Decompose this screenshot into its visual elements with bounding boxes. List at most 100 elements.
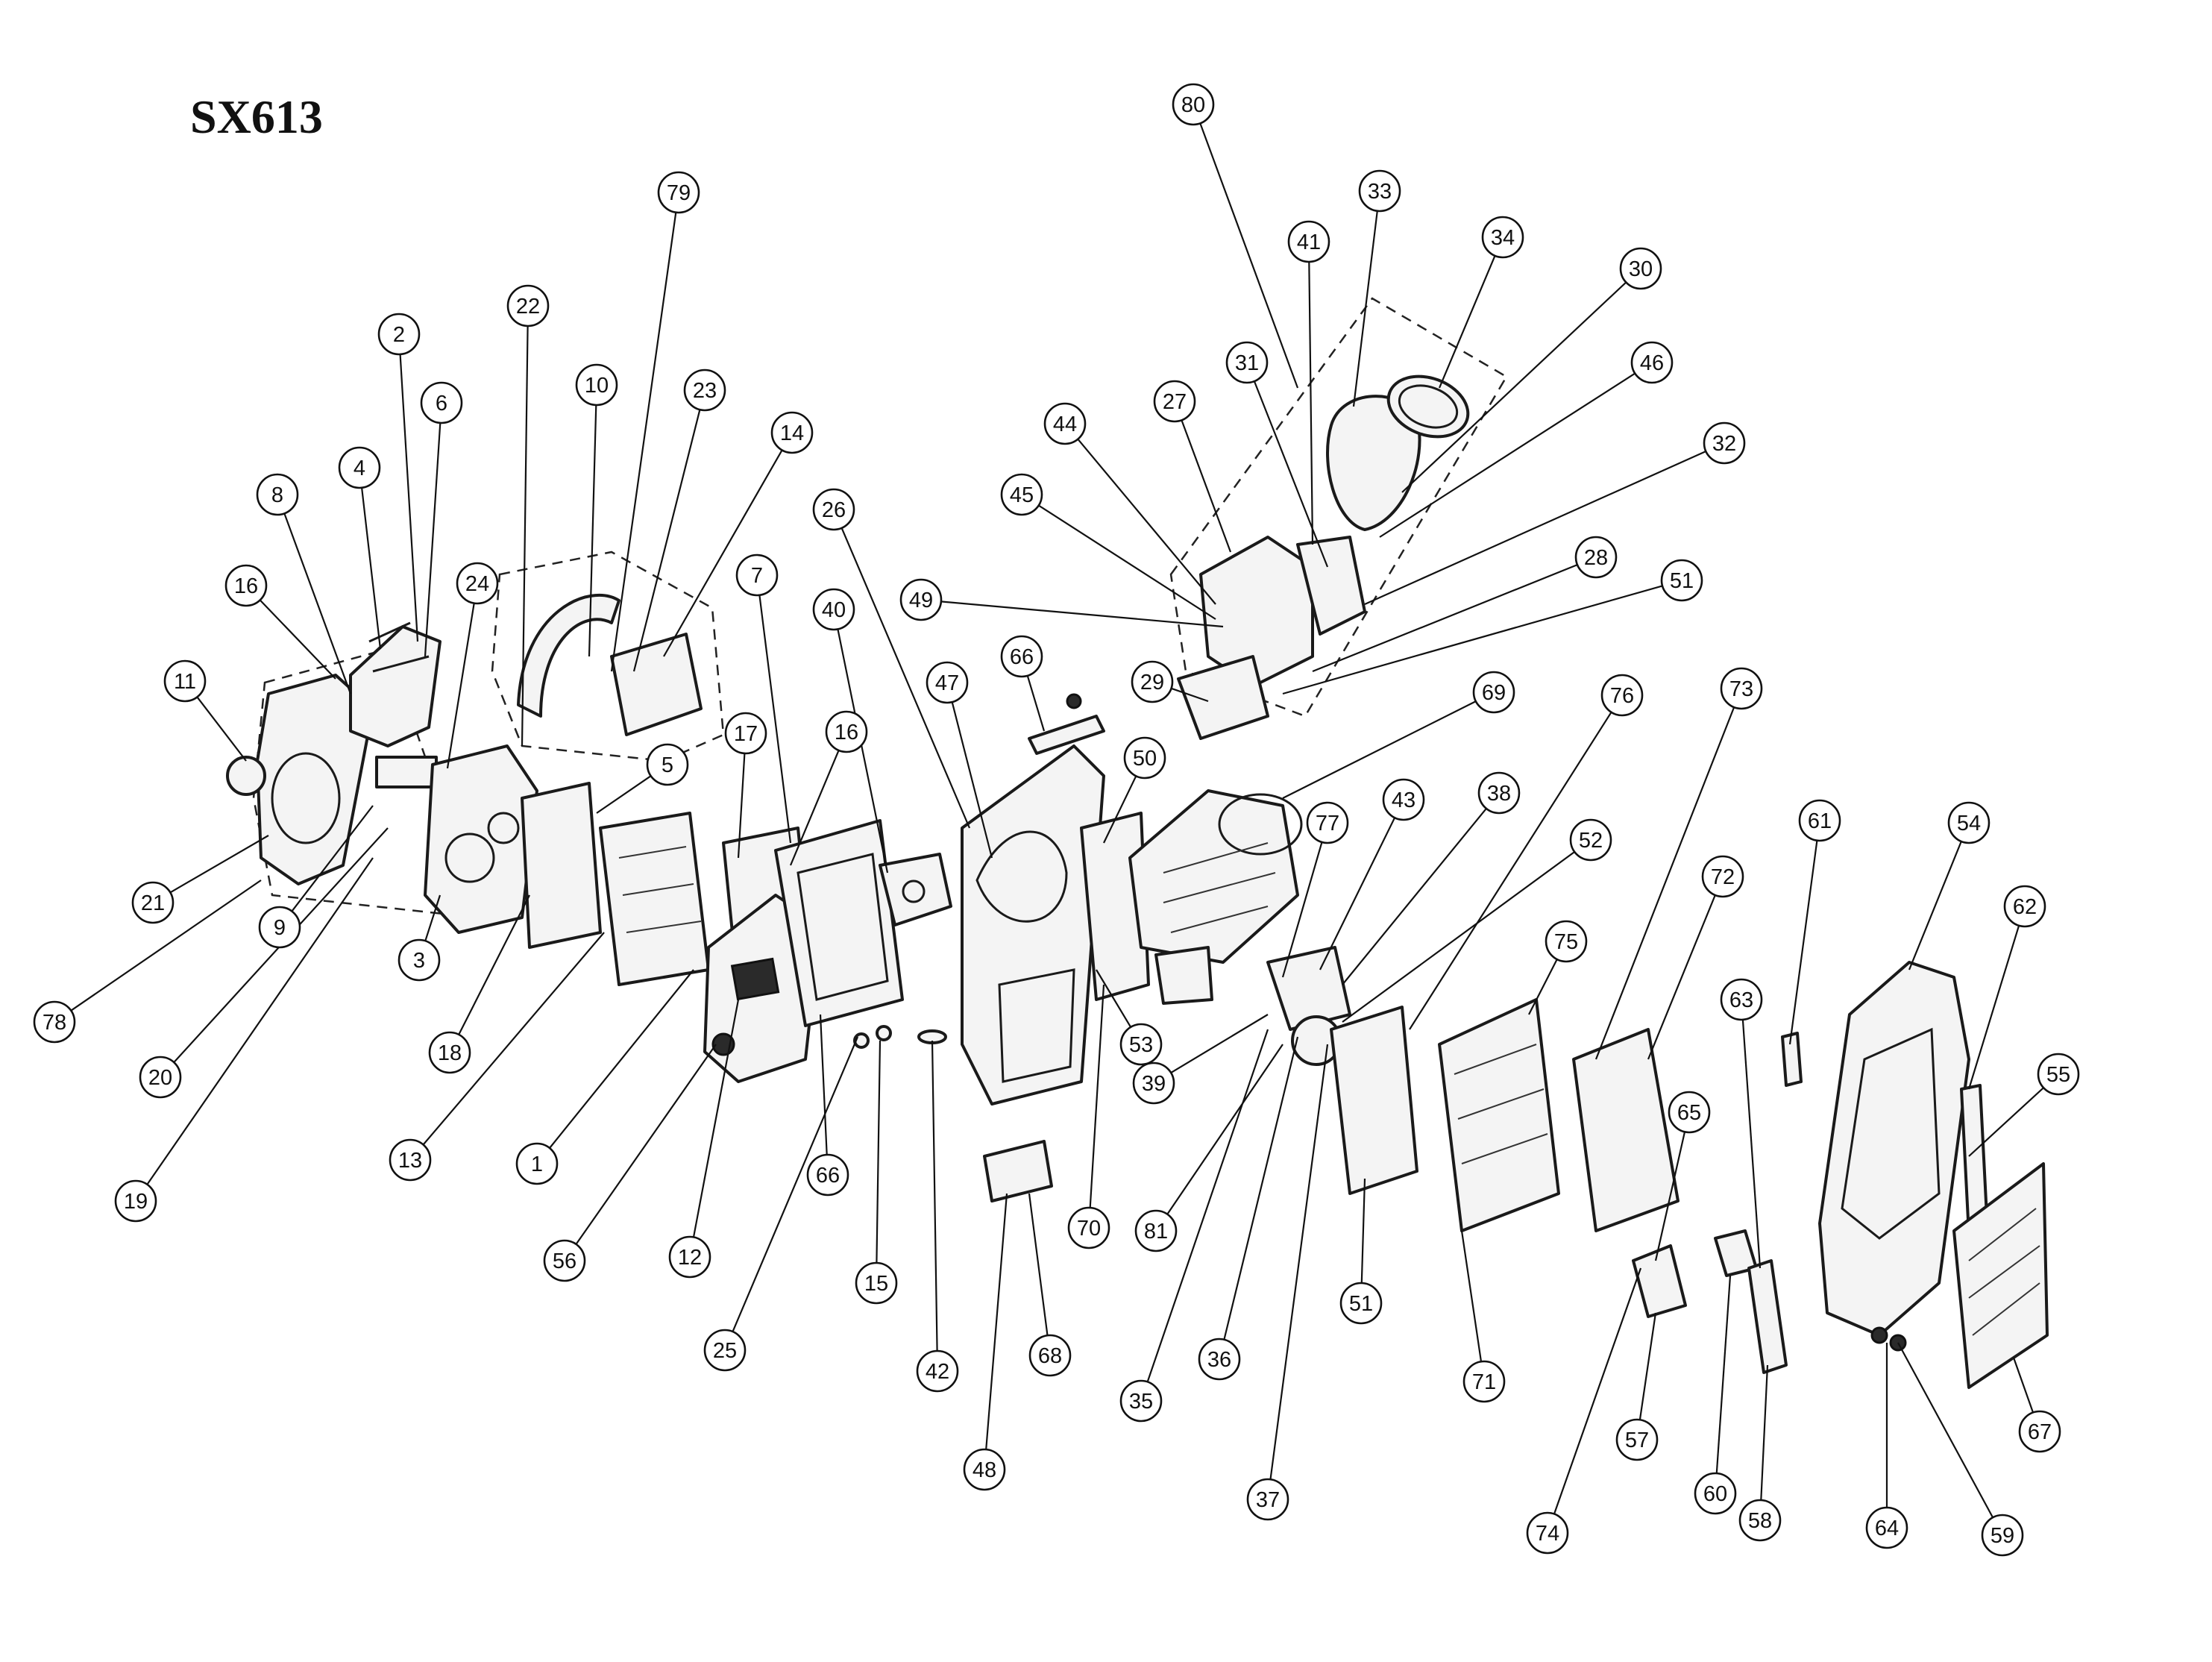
callout-77: 77 — [1306, 801, 1349, 844]
leader-line-15 — [876, 1040, 882, 1264]
callout-bubble — [506, 284, 550, 327]
hinge-part — [1632, 1244, 1687, 1318]
callout-51: 51 — [1660, 559, 1703, 602]
tab-part — [1781, 1032, 1803, 1087]
callout-bubble — [1382, 778, 1425, 821]
leader-line-25 — [732, 1036, 859, 1332]
connector-part — [983, 1140, 1053, 1202]
callout-bubble — [420, 381, 463, 424]
callout-bubble — [1798, 799, 1841, 842]
callout-bubble — [1134, 1209, 1178, 1252]
leader-line-35 — [1146, 1029, 1269, 1382]
callout-bubble — [1172, 83, 1215, 126]
callout-number: 12 — [678, 1246, 702, 1270]
callout-number: 55 — [2046, 1063, 2070, 1087]
callout-number: 29 — [1140, 671, 1164, 694]
callout-bubble — [1738, 1499, 1782, 1542]
callout-number: 11 — [174, 670, 196, 694]
part-outline-detail — [902, 879, 926, 903]
callout-6: 6 — [420, 381, 463, 424]
lens-base-part — [1154, 946, 1213, 1005]
callout-75: 75 — [1545, 920, 1588, 963]
leader-line-52 — [1342, 851, 1575, 1023]
callout-number: 18 — [438, 1041, 462, 1065]
callout-17: 17 — [724, 712, 767, 755]
callout-2: 2 — [377, 313, 421, 356]
callout-number: 16 — [835, 721, 858, 744]
callout-bubble — [456, 562, 499, 605]
housing-recess — [271, 752, 341, 844]
callout-number: 28 — [1584, 546, 1608, 570]
dashed-group-bracket — [491, 551, 725, 762]
callout-30: 30 — [1619, 247, 1662, 290]
callout-bubble — [1668, 1091, 1711, 1134]
part-outline-detail — [876, 1025, 892, 1041]
callout-4: 4 — [338, 446, 381, 489]
callout-47: 47 — [926, 661, 969, 704]
callout-bubble — [389, 1138, 432, 1182]
callout-79: 79 — [657, 171, 700, 214]
callout-bubble — [428, 1031, 471, 1074]
part-outline-detail — [1398, 384, 1459, 429]
leader-line-39 — [1170, 1014, 1269, 1074]
callout-39: 39 — [1132, 1062, 1175, 1105]
callout-bubble — [33, 1000, 76, 1044]
leader-line-80 — [1199, 122, 1299, 389]
callout-number: 30 — [1629, 257, 1653, 281]
leader-line-28 — [1312, 564, 1578, 673]
leader-line-76 — [1409, 712, 1612, 1030]
callout-bubble — [1720, 978, 1763, 1021]
main-chassis-part — [961, 744, 1105, 1106]
part-outline-detail — [1218, 793, 1303, 856]
callout-number: 23 — [693, 379, 717, 403]
part-outline-detail — [730, 957, 780, 1001]
callout-number: 44 — [1053, 413, 1077, 436]
leader-line-54 — [1908, 841, 1962, 970]
callout-number: 75 — [1554, 930, 1578, 954]
callout-number: 1 — [531, 1153, 543, 1176]
leader-line-30 — [1401, 281, 1627, 493]
leader-line-9 — [291, 805, 374, 912]
leader-line-17 — [737, 753, 746, 859]
callout-bubble — [1947, 801, 1991, 844]
callout-number: 21 — [141, 891, 165, 915]
callout-71: 71 — [1462, 1360, 1506, 1403]
leader-line-24 — [446, 603, 475, 769]
circuit-plate-part — [599, 812, 710, 986]
callout-41: 41 — [1287, 220, 1330, 263]
callout-number: 8 — [271, 483, 283, 507]
leader-line-81 — [1166, 1044, 1283, 1215]
callout-32: 32 — [1703, 421, 1746, 465]
leader-line-56 — [575, 1044, 717, 1245]
callout-bubble — [1981, 1514, 2024, 1557]
callout-number: 56 — [553, 1249, 576, 1273]
leader-line-26 — [841, 527, 971, 829]
callout-bubble — [963, 1448, 1006, 1491]
leader-line-55 — [1968, 1087, 2044, 1157]
leader-line-40 — [837, 629, 889, 874]
callout-bubble — [543, 1239, 586, 1282]
callout-number: 51 — [1670, 569, 1694, 593]
callout-number: 38 — [1487, 782, 1511, 806]
leader-line-49 — [940, 600, 1224, 628]
small-bracket-part — [1266, 946, 1351, 1031]
callout-13: 13 — [389, 1138, 432, 1182]
leader-line-66 — [1026, 675, 1046, 732]
callout-29: 29 — [1131, 660, 1174, 703]
callout-bubble — [1462, 1360, 1506, 1403]
callout-number: 22 — [516, 295, 540, 319]
callout-number: 64 — [1875, 1517, 1899, 1540]
lens-bezel-part — [1326, 395, 1421, 531]
callout-61: 61 — [1798, 799, 1841, 842]
clip-bracket-part — [610, 633, 703, 736]
leader-line-44 — [1077, 438, 1216, 605]
leader-line-27 — [1181, 419, 1232, 553]
callout-number: 27 — [1163, 390, 1187, 414]
leader-line-61 — [1788, 840, 1818, 1045]
leader-line-36 — [1223, 1036, 1299, 1340]
callout-16: 16 — [224, 564, 268, 607]
leader-line-79 — [610, 212, 677, 672]
callout-27: 27 — [1153, 380, 1196, 423]
top-rail-part — [1028, 715, 1105, 755]
callout-number: 50 — [1133, 747, 1157, 771]
